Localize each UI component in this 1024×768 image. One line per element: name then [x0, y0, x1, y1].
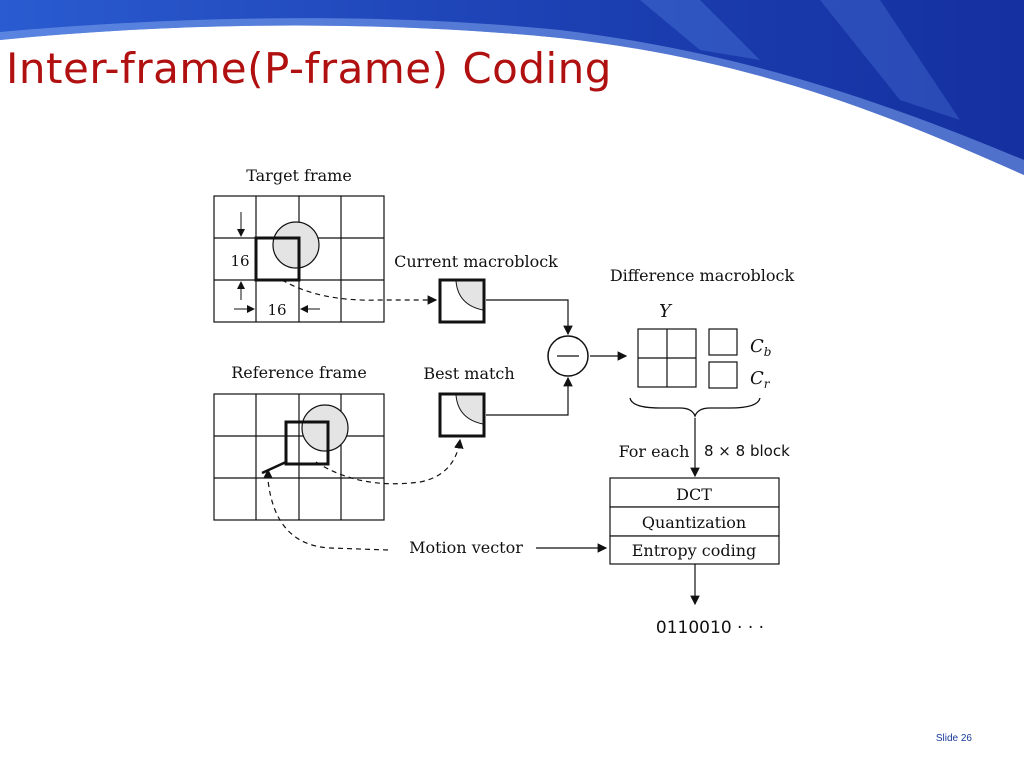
- banner-stripe: [820, 0, 960, 120]
- motion-vector-dashed-curve: [263, 468, 389, 551]
- banner-shape: [0, 0, 1024, 175]
- current-to-subtractor-arrow: [486, 299, 573, 336]
- output-bitstream: 0110010 · · ·: [656, 618, 764, 638]
- difference-brace: [629, 397, 761, 418]
- current-macroblock-arc: [455, 280, 484, 311]
- cb-subscript: b: [764, 345, 772, 359]
- for-each-label: For each: [619, 442, 690, 461]
- reference-object-circle: [301, 404, 349, 452]
- reference-frame-label: Reference frame: [231, 363, 367, 382]
- pipeline-step-entropy: Entropy coding: [632, 541, 757, 560]
- target-to-current-arrow: [281, 279, 438, 305]
- motion-vector-solid: [261, 460, 287, 475]
- target-macroblock: [254, 236, 301, 282]
- current-macroblock-label: Current macroblock: [394, 252, 558, 271]
- pipeline-box-dct: [609, 477, 780, 508]
- motion-vector-label: Motion vector: [409, 538, 523, 557]
- cb-label: Cb: [750, 336, 771, 359]
- cb-block: [708, 328, 738, 356]
- cr-subscript: r: [764, 377, 771, 391]
- target-frame-label: Target frame: [246, 166, 352, 185]
- pipeline-box-quantization: [609, 506, 780, 537]
- best-match-arc: [455, 394, 484, 425]
- best-match-label: Best match: [423, 364, 514, 383]
- header-banner: [0, 0, 1024, 175]
- banner-stripe: [640, 0, 760, 60]
- reference-to-bestmatch-arrow: [315, 438, 464, 485]
- target-object-circle: [272, 221, 320, 269]
- dim-vertical-label: 16: [230, 252, 249, 270]
- slide-title: Inter-frame(P-frame) Coding: [6, 44, 612, 93]
- block-size-label: 8 × 8 block: [704, 442, 790, 460]
- bestmatch-to-subtractor-arrow: [486, 376, 573, 416]
- y-block-grid: [637, 328, 697, 388]
- pipeline-step-dct: DCT: [676, 485, 712, 504]
- difference-macroblock-label: Difference macroblock: [610, 266, 795, 285]
- coding-pipeline: DCT Quantization Entropy coding: [609, 477, 780, 565]
- reference-frame-grid: [213, 393, 385, 521]
- pipeline-step-quantization: Quantization: [642, 513, 746, 532]
- reference-best-match-block: [284, 420, 330, 466]
- dim-horizontal-label: 16: [267, 301, 286, 319]
- cr-block: [708, 361, 738, 389]
- cr-label: Cr: [750, 368, 771, 391]
- y-component-label: Y: [659, 301, 673, 322]
- pipeline-box-entropy: [609, 535, 780, 565]
- slide-number: Slide 26: [935, 733, 972, 744]
